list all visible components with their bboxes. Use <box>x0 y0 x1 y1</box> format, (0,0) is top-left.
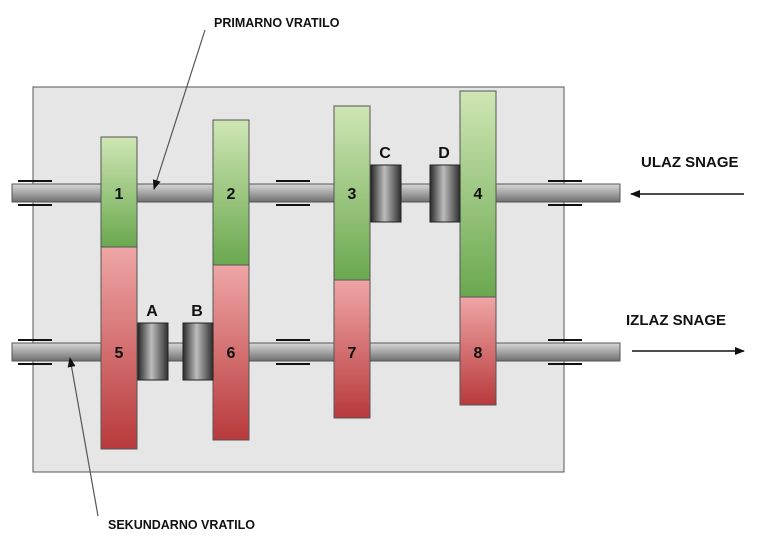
coupling-b <box>182 322 214 381</box>
gear-6-label: 6 <box>227 345 236 362</box>
primary-shaft-label: PRIMARNO VRATILO <box>214 16 340 30</box>
gear-1-label: 1 <box>115 186 124 203</box>
secondary-shaft-leader <box>67 357 99 517</box>
gear-4 <box>459 90 497 298</box>
gear-1 <box>100 136 138 248</box>
gear-3 <box>333 105 371 281</box>
coupling-a <box>137 322 169 381</box>
coupling-d-label: D <box>438 145 450 162</box>
power-out-label: IZLAZ SNAGE <box>626 312 726 329</box>
coupling-b-label: B <box>191 303 203 320</box>
gear-2-label: 2 <box>227 186 236 203</box>
gear-3-label: 3 <box>348 186 357 203</box>
coupling-c-label: C <box>379 145 391 162</box>
gear-8-label: 8 <box>474 345 483 362</box>
bearing-marks <box>18 180 582 365</box>
gear-7-label: 7 <box>348 345 357 362</box>
primary-shaft-leader <box>152 29 206 190</box>
coupling-d <box>429 164 461 223</box>
gear-5-label: 5 <box>115 345 124 362</box>
secondary-shaft-label: SEKUNDARNO VRATILO <box>108 518 255 532</box>
gear-7 <box>333 279 371 419</box>
gear-5 <box>100 246 138 450</box>
coupling-c <box>370 164 402 223</box>
gear-6 <box>212 264 250 441</box>
gear-2 <box>212 119 250 266</box>
gear-8 <box>459 296 497 406</box>
gear-4-label: 4 <box>474 186 483 203</box>
coupling-a-label: A <box>146 303 158 320</box>
power-in-label: ULAZ SNAGE <box>641 154 739 171</box>
